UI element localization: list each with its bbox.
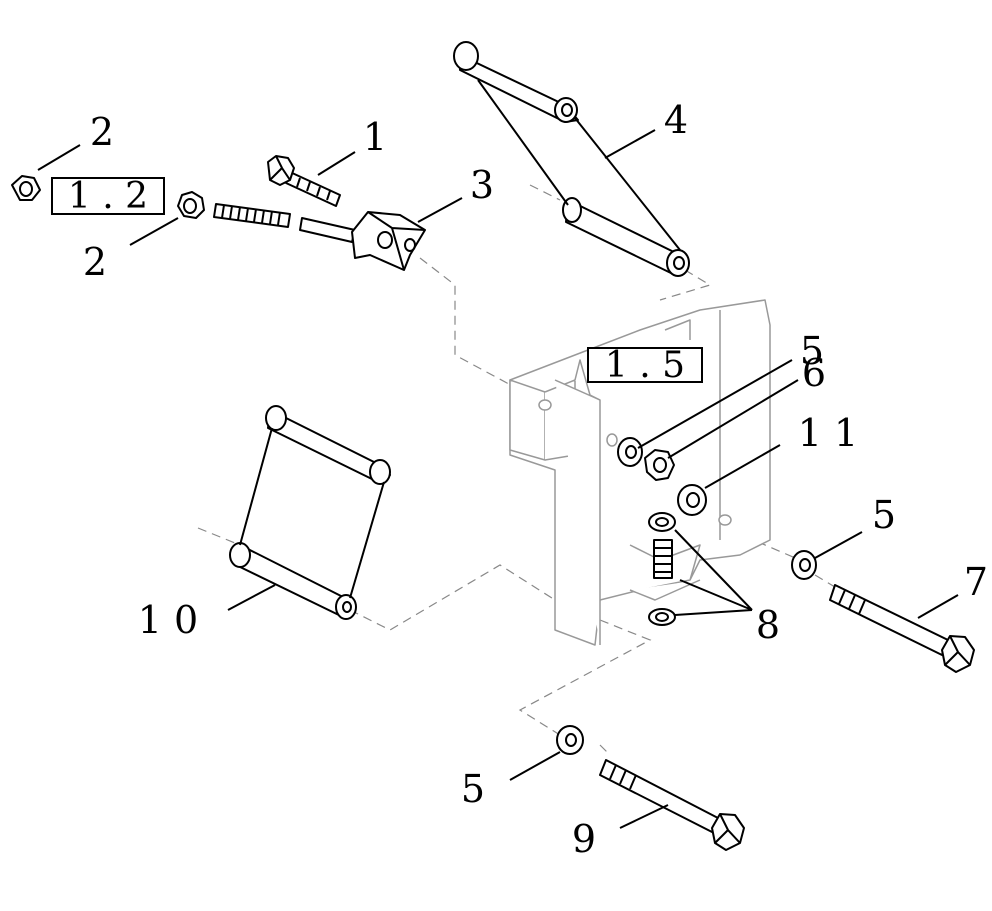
nut-part-2 bbox=[11, 175, 205, 219]
assembly-guide-lines bbox=[197, 184, 841, 756]
callout-5-a: 5 bbox=[800, 329, 824, 373]
washer-part-11 bbox=[677, 484, 707, 516]
callout-9: 9 bbox=[572, 817, 596, 861]
washer-part-5b bbox=[791, 550, 817, 580]
callout-5-c: 5 bbox=[461, 767, 485, 811]
callout-8: 8 bbox=[756, 603, 780, 647]
bolt-part-1 bbox=[267, 155, 341, 207]
callout-7: 7 bbox=[964, 560, 988, 604]
callout-2-bottom: 2 bbox=[83, 240, 107, 284]
reference-box-left: 1 . 2 bbox=[51, 176, 165, 217]
reference-label-left: 1 . 2 bbox=[68, 176, 148, 217]
leader-lines bbox=[37, 129, 959, 829]
callout-4: 4 bbox=[664, 98, 688, 142]
clevis-block-part-3 bbox=[351, 211, 426, 271]
callout-2-top: 2 bbox=[90, 110, 114, 154]
callout-10: 1 0 bbox=[138, 598, 198, 642]
washer-part-5c bbox=[556, 725, 584, 755]
nut-part-6 bbox=[644, 449, 675, 481]
bolt-part-9 bbox=[599, 759, 745, 851]
reference-box-center: 1 . 5 bbox=[587, 345, 703, 386]
washer-part-5a bbox=[617, 437, 643, 467]
callout-5-b: 5 bbox=[872, 493, 896, 537]
mounting-bracket bbox=[509, 299, 771, 646]
stud-part-8 bbox=[648, 512, 676, 626]
callout-11: 1 1 bbox=[798, 411, 858, 455]
threaded-rod bbox=[213, 203, 356, 243]
callout-3: 3 bbox=[470, 163, 494, 207]
reference-label-center: 1 . 5 bbox=[605, 345, 685, 386]
callout-6: 6 bbox=[802, 351, 826, 395]
pedal-lever-part-4 bbox=[453, 41, 690, 277]
callout-labels: 1 2 2 3 4 5 6 1 1 5 7 8 1 0 5 9 bbox=[83, 98, 988, 861]
pedal-pad-part-10 bbox=[229, 405, 391, 620]
bolt-part-7 bbox=[829, 584, 975, 673]
callout-1: 1 bbox=[363, 115, 387, 159]
